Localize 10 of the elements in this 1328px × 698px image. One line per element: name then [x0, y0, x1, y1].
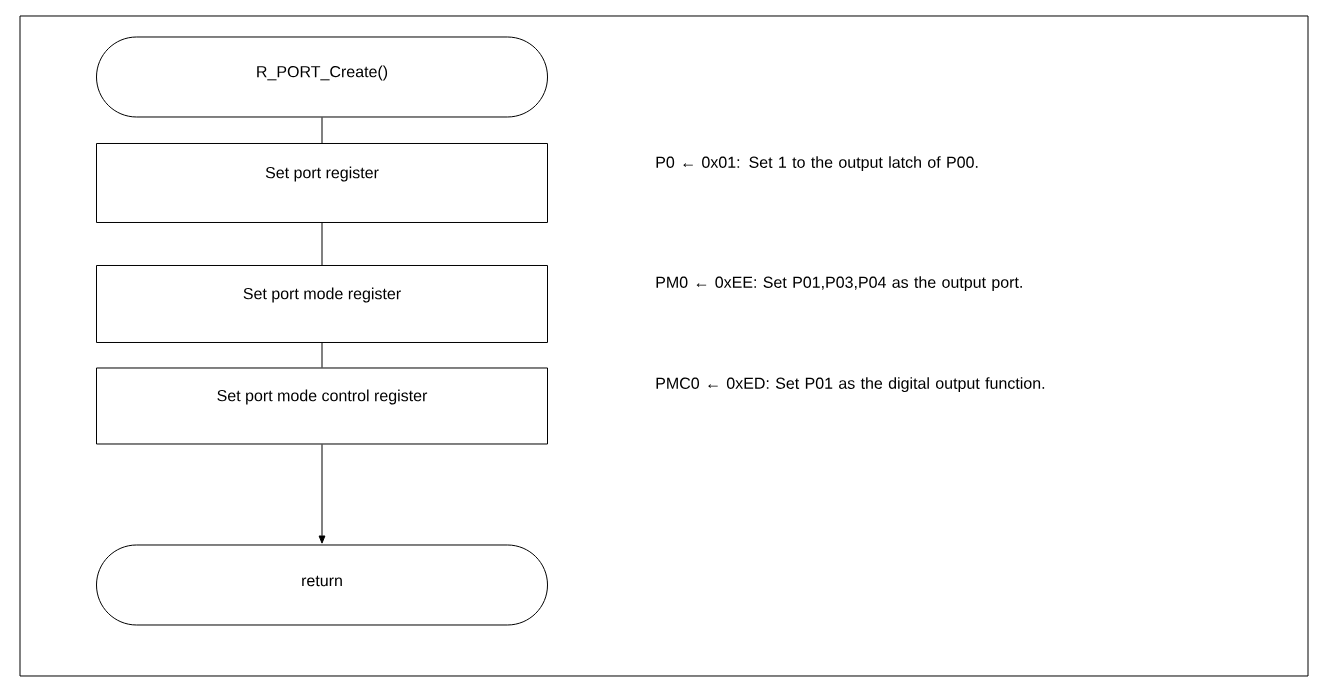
- annotation-text: P0 ← 0x01: Set 1 to the output latch of P00.: [656, 156, 978, 172]
- annotation-text: PM0 ← 0xEE: Set P01,P03,P04 as the output port.: [656, 276, 1022, 292]
- process-box: Set port mode register: [96, 265, 548, 343]
- connector-line: [321, 117, 323, 144]
- process-box: Set port mode control register: [96, 367, 548, 445]
- arrow: [318, 444, 326, 544]
- process-box: Set port register: [96, 143, 548, 223]
- connector-line: [321, 342, 323, 368]
- annotation-text: PMC0 ← 0xED: Set P01 as the digital output function.: [656, 377, 1045, 393]
- connector-line: [321, 222, 323, 266]
